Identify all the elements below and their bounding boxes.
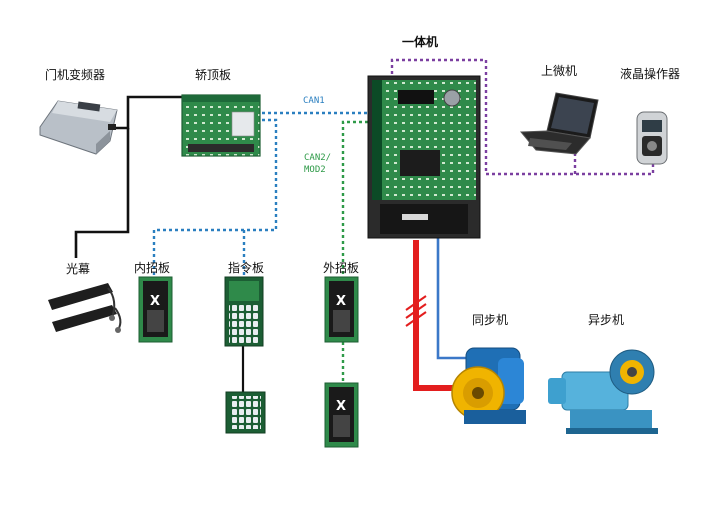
black-wiring [74,95,183,258]
outer-call-board-device [324,276,359,343]
integrated-controller-label: 一体机 [402,35,439,49]
car-top-to-door-inverter-wire [112,95,183,130]
can2-bus-label-line2: MOD2 [304,165,326,175]
outer-call-board-label: 外招板 [323,261,360,275]
lcd-operator-label: 液晶操作器 [620,67,681,81]
inner-call-board-display-symbol: X [150,294,160,309]
door-inverter-device [39,100,118,155]
outer-call-board-2-display-symbol: X [336,399,346,414]
sync-motor-label: 同步机 [472,313,509,327]
light-curtain-label: 光幕 [66,262,91,276]
inner-call-board-label: 内招板 [134,261,171,275]
door-inverter-label: 门机变频器 [45,68,106,82]
laptop-device [519,92,599,155]
power-cable [413,240,460,391]
encoder-cable [436,238,474,360]
pc-link-lines [390,58,655,176]
inner-call-board-device [138,276,173,343]
integrated-controller-device [367,75,481,239]
can2-bus-lines [341,120,368,382]
command-board-label: 指令板 [228,261,265,275]
command-expansion-board-device [225,391,266,434]
can1-bus-label: CAN1 [303,96,325,106]
pc-link-main [390,58,655,176]
can2-main-line [341,120,368,277]
can2-bus-label-line1: CAN2/ [304,153,332,163]
outer-call-board-2-device [324,382,359,448]
power-cable-phase-marks [405,295,427,327]
outer-call-board-display-symbol: X [336,294,346,309]
car-top-to-light-curtain-wire [74,128,130,258]
lcd-operator-device [636,111,668,165]
async-motor-device [548,349,658,434]
car-top-board-device [181,94,261,157]
async-motor-label: 异步机 [588,313,625,327]
can1-bus-lines [152,111,368,276]
car-top-board-label: 轿顶板 [195,68,232,82]
light-curtain-device [48,283,122,333]
sync-motor-device [451,347,526,424]
upper-computer-label: 上微机 [541,64,578,78]
command-board-device [224,276,264,347]
